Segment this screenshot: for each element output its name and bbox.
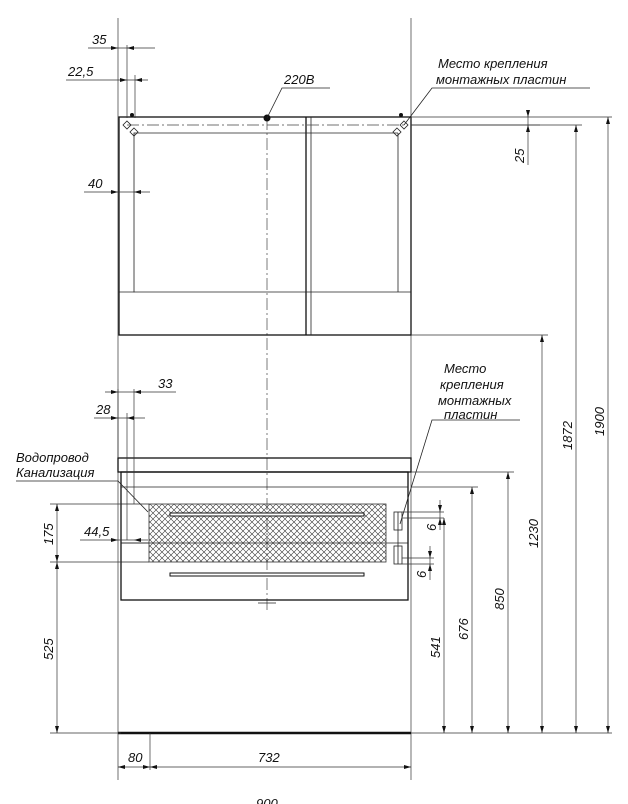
drawer-handle-top: [169, 512, 365, 517]
mirror-mount-note-1: Место крепления: [438, 56, 548, 71]
dim-850: 850: [492, 588, 507, 610]
pipes-leader: [16, 480, 149, 513]
dim-1872: 1872: [560, 420, 575, 450]
socket-label: 220В: [283, 72, 315, 87]
dim-40: 40: [88, 176, 103, 191]
dim-44-5: 44,5: [84, 524, 110, 539]
dim-25: 25: [512, 148, 527, 164]
dim-900: 900: [256, 796, 278, 804]
vanity-mount-note-2: крепления: [440, 377, 504, 392]
dim-35: 35: [92, 32, 107, 47]
dim-22-5: 22,5: [67, 64, 94, 79]
dim-676: 676: [456, 618, 471, 640]
drawer-handle-bottom: [169, 572, 365, 577]
dim-541: 541: [428, 636, 443, 658]
vanity-mount-note-3: монтажных: [438, 393, 512, 408]
pipes-note-1: Водопровод: [16, 450, 89, 465]
washbasin-top: [117, 457, 412, 473]
pipes-note-2: Канализация: [16, 465, 94, 480]
dim-1900: 1900: [592, 406, 607, 436]
vanity-mount-note-1: Место: [444, 361, 486, 376]
mirror-mount-note-2: монтажных пластин: [436, 72, 566, 87]
mirror-cabinet: 220В 35 22,5 40 Место крепления монтажны…: [66, 32, 612, 336]
vanity-cabinet: 33 28 Водопровод Канализация 175 44,5 52…: [16, 117, 612, 804]
socket-leader: [266, 87, 330, 119]
dim-33: 33: [158, 376, 173, 391]
vanity-mount-leader: [399, 419, 520, 525]
dim-732: 732: [258, 750, 280, 765]
dim-6-top: 6: [424, 523, 439, 531]
dim-6-bottom: 6: [414, 570, 429, 578]
dim-80: 80: [128, 750, 143, 765]
dim-1230: 1230: [526, 518, 541, 548]
dim-175: 175: [41, 523, 56, 545]
mirror-frame: [118, 116, 412, 336]
dim-28: 28: [95, 402, 111, 417]
vanity-body: [120, 471, 409, 601]
dim-525: 525: [41, 638, 56, 660]
mirror-mount-points: [122, 113, 409, 137]
vanity-mount-plates: [393, 511, 403, 565]
mirror-mount-leader: [403, 87, 590, 126]
vanity-mount-note-4: пластин: [444, 407, 497, 422]
